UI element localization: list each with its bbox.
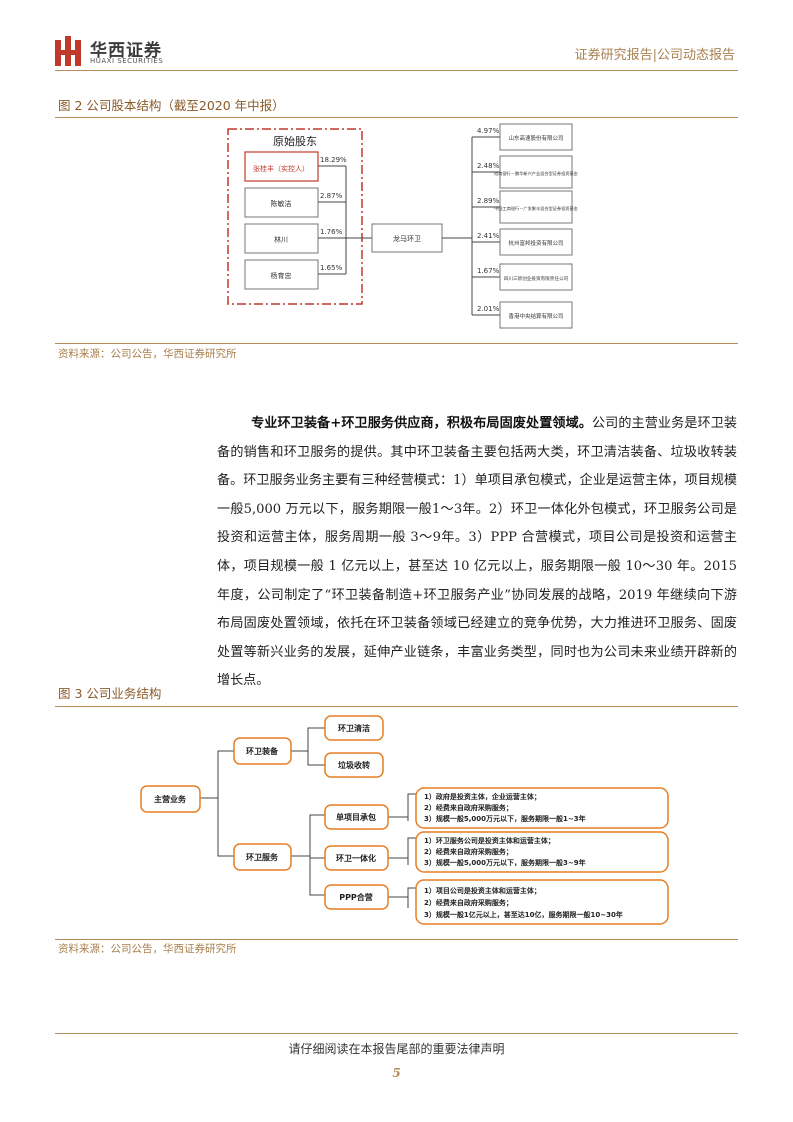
shareholding-diagram: 原始股东 张桂丰（实控人） 陈敏洁 林川 杨育忠 18.29% 2.87% 1.… bbox=[227, 123, 579, 329]
mode-3-detail-2: 2）经费来自政府采购服务； bbox=[424, 898, 513, 907]
header-rule bbox=[55, 70, 738, 71]
brand-name: 华西证券 bbox=[90, 41, 162, 61]
equipment-item-1: 环卫清洁 bbox=[338, 723, 370, 733]
mode-label-3: PPP合营 bbox=[339, 892, 373, 902]
mode-detail-box-3 bbox=[415, 879, 669, 925]
other-holder-box-3 bbox=[499, 190, 573, 224]
other-holder-pct-4: 2.41% bbox=[477, 232, 500, 240]
huaxi-logo-icon bbox=[55, 36, 81, 66]
other-holder-name-1: 山东高速股份有限公司 bbox=[508, 134, 563, 142]
equipment-item-2: 垃圾收转 bbox=[338, 760, 370, 770]
figure-3-source: 资料来源：公司公告，华西证券研究所 bbox=[58, 943, 237, 955]
holder-name-3: 林川 bbox=[274, 235, 288, 244]
mode-label-1: 单项目承包 bbox=[336, 812, 376, 822]
holder-pct-3: 1.76% bbox=[320, 228, 343, 236]
mode-box-3 bbox=[324, 884, 389, 910]
other-holder-pct-6: 2.01% bbox=[477, 305, 500, 313]
figure-3-title: 图 3 公司业务结构 bbox=[58, 686, 162, 701]
root-label: 主营业务 bbox=[154, 794, 187, 804]
other-holder-pct-1: 4.97% bbox=[477, 127, 500, 135]
branch-service-box bbox=[233, 843, 292, 871]
branch-equipment-box bbox=[233, 737, 292, 765]
mode-2-detail-3: 3）规模一般5,000万元以下，服务期限一般3~9年 bbox=[424, 858, 586, 867]
brand-name-en: HUAXI SECURITIES bbox=[90, 57, 164, 65]
mode-1-detail-3: 3）规模一般5,000万元以下，服务期限一般1~3年 bbox=[424, 814, 586, 823]
mode-2-detail-2: 2）经费来自政府采购服务； bbox=[424, 847, 513, 856]
other-holder-box-1 bbox=[499, 123, 573, 151]
holder-box-3 bbox=[244, 223, 319, 254]
other-holder-pct-5: 1.67% bbox=[477, 267, 500, 275]
company-name: 龙马环卫 bbox=[393, 234, 421, 243]
paragraph-lead: 专业环卫装备+环卫服务供应商，积极布局固废处置领域。 bbox=[251, 416, 592, 431]
mode-detail-box-2 bbox=[415, 831, 669, 873]
figure-2-source: 资料来源：公司公告，华西证券研究所 bbox=[58, 348, 237, 360]
figure-2-title: 图 2 公司股本结构（截至2020 年中报） bbox=[58, 98, 285, 113]
mode-1-detail-1: 1）政府是投资主体，企业运营主体； bbox=[424, 792, 541, 801]
mode-1-detail-2: 2）经费来自政府采购服务； bbox=[424, 803, 513, 812]
business-structure-diagram: 主营业务 环卫装备 环卫清洁 垃圾收转 环卫服务 单项目承包 环卫一体化 PPP… bbox=[140, 715, 669, 925]
legal-disclaimer: 请仔细阅读在本报告尾部的重要法律声明 bbox=[288, 1042, 505, 1056]
holder-name-2: 陈敏洁 bbox=[271, 199, 292, 208]
mode-3-detail-3: 3）规模一般1亿元以上，甚至达10亿，服务期限一般10~30年 bbox=[424, 910, 623, 919]
other-holder-name-5: 四川三新创业投资有限责任公司 bbox=[504, 275, 569, 282]
equipment-item-box-1 bbox=[324, 715, 384, 741]
report-type: 证券研究报告|公司动态报告 bbox=[574, 48, 735, 63]
footer-rule bbox=[55, 1033, 738, 1034]
holder-pct-2: 2.87% bbox=[320, 192, 343, 200]
other-holder-pct-3: 2.89% bbox=[477, 197, 500, 205]
paragraph-body: 公司的主营业务是环卫装备的销售和环卫服务的提供。其中环卫装备主要包括两大类，环卫… bbox=[217, 416, 737, 689]
mode-box-1 bbox=[324, 804, 389, 830]
holder-pct-1: 18.29% bbox=[320, 156, 347, 164]
other-holder-box-5 bbox=[499, 263, 573, 291]
mode-detail-box-1 bbox=[415, 787, 669, 829]
figure-3-bottom-rule bbox=[55, 939, 738, 940]
figure-2-top-rule bbox=[55, 117, 738, 118]
other-holder-name-3: 中国工商银行－广发聚丰混合型证券投资基金 bbox=[494, 205, 579, 212]
mode-2-detail-1: 1）环卫服务公司是投资主体和运营主体； bbox=[424, 836, 555, 845]
other-holder-pct-2: 2.48% bbox=[477, 162, 500, 170]
other-holder-name-6: 香港中央结算有限公司 bbox=[508, 312, 563, 320]
holder-name-1: 张桂丰（实控人） bbox=[253, 164, 309, 173]
branch-equipment-label: 环卫装备 bbox=[246, 746, 279, 756]
mode-3-detail-1: 1）项目公司是投资主体和运营主体； bbox=[424, 886, 541, 895]
figure-3-top-rule bbox=[55, 706, 738, 707]
branch-service-label: 环卫服务 bbox=[246, 852, 279, 862]
equipment-item-box-2 bbox=[324, 752, 384, 778]
business-paragraph: 专业环卫装备+环卫服务供应商，积极布局固废处置领域。公司的主营业务是环卫装备的销… bbox=[217, 410, 737, 696]
figure-2-bottom-rule bbox=[55, 343, 738, 344]
mode-box-2 bbox=[324, 845, 389, 871]
holder-box-2 bbox=[244, 187, 319, 218]
group-label: 原始股东 bbox=[273, 134, 317, 148]
holder-box-1 bbox=[244, 151, 319, 182]
holder-name-4: 杨育忠 bbox=[271, 271, 292, 280]
other-holder-box-6 bbox=[499, 301, 573, 329]
other-holder-name-4: 杭州富邦投资有限公司 bbox=[508, 239, 563, 247]
mode-label-2: 环卫一体化 bbox=[336, 853, 376, 863]
other-holder-name-2: 招商银行－鹏华新兴产业混合型证券投资基金 bbox=[494, 170, 579, 177]
original-shareholders-frame bbox=[227, 128, 363, 305]
root-box bbox=[140, 785, 201, 813]
page-number: 5 bbox=[392, 1066, 401, 1080]
other-holder-box-4 bbox=[499, 228, 573, 256]
other-holder-box-2 bbox=[499, 155, 573, 189]
holder-pct-4: 1.65% bbox=[320, 264, 343, 272]
